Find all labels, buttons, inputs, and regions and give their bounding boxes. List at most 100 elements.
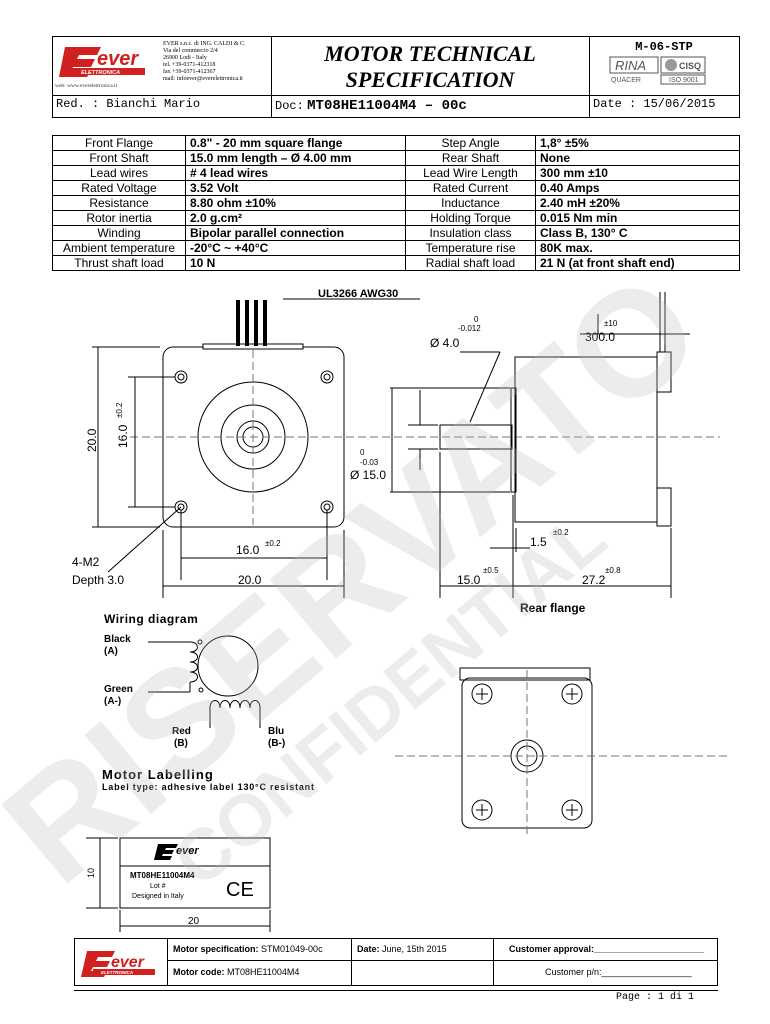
body-length-tol: ±0.8 xyxy=(605,566,621,575)
spec-label: Rear Shaft xyxy=(405,150,536,166)
dim-height-20: 20.0 xyxy=(85,428,99,452)
spec-value: 0.40 Amps xyxy=(535,180,740,196)
shaft-tol-lower: -0.012 xyxy=(458,324,481,333)
shaft-length-tol: ±0.5 xyxy=(483,566,499,575)
label-logo-text: ever xyxy=(176,845,199,857)
footer-date: Date: June, 15th 2015 xyxy=(357,944,447,954)
document-footer: ever ELETTRONICA Motor specification: ST… xyxy=(74,938,718,986)
redactor-label: Red. : Bianchi Mario xyxy=(56,97,201,111)
company-line: EVER s.n.c. di ING. CALDI & C. xyxy=(163,41,246,47)
spec-label: Rated Current xyxy=(405,180,536,196)
rear-view-drawing xyxy=(395,667,730,838)
spec-label: Insulation class xyxy=(405,225,536,241)
spec-value: 21 N (at front shaft end) xyxy=(535,255,740,271)
spec-label: Step Angle xyxy=(405,135,536,151)
svg-text:CISQ: CISQ xyxy=(679,61,701,71)
svg-text:ELETTRONICA: ELETTRONICA xyxy=(101,970,133,975)
dim-width-20: 20.0 xyxy=(238,573,262,587)
wire-black-label: Black xyxy=(104,634,131,645)
company-line: 26900 Lodi - Italy xyxy=(163,55,207,61)
label-height-dim: 10 xyxy=(86,868,96,878)
footer-customer-pn: Customer p/n:__________________ xyxy=(545,967,692,977)
wiring-title: Wiring diagram xyxy=(104,612,199,626)
dim-width-16: 16.0 xyxy=(236,543,260,557)
doc-number: Doc: MT08HE11004M4 – 00c xyxy=(275,98,467,114)
label-lot: Lot # xyxy=(150,883,166,890)
spec-value: 3.52 Volt xyxy=(185,180,406,196)
footer-spec: Motor specification: STM01049-00c xyxy=(173,944,323,954)
page-number: Page : 1 di 1 xyxy=(616,992,695,1003)
thread-depth: Depth 3.0 xyxy=(72,573,124,587)
spec-value: 1,8° ±5% xyxy=(535,135,740,151)
logo-subtext: ELETTRONICA xyxy=(81,70,120,76)
document-code: M-06-STP xyxy=(635,40,693,54)
wire-green-label: Green xyxy=(104,684,133,695)
spec-label: Radial shaft load xyxy=(405,255,536,271)
wire-b-neg-label: (B-) xyxy=(268,738,285,749)
wire-b-label: (B) xyxy=(174,738,188,749)
spec-label: Lead wires xyxy=(52,165,186,181)
svg-text:QUACER: QUACER xyxy=(611,77,641,84)
certification-badges-icon: RINA CISQ QUACER ISO 9001 xyxy=(609,56,706,85)
svg-text:ever: ever xyxy=(111,954,145,971)
spec-value: 2.40 mH ±20% xyxy=(535,195,740,211)
boss-tol-lower: -0.03 xyxy=(360,458,379,467)
spec-label: Rated Voltage xyxy=(52,180,186,196)
footer-code: Motor code: MT08HE11004M4 xyxy=(173,967,300,977)
dim-tol-16h: ±0.2 xyxy=(265,539,281,548)
doc-date: Date : 15/06/2015 xyxy=(593,97,716,111)
lead-length: 300.0 xyxy=(585,330,615,344)
spec-value: None xyxy=(535,150,740,166)
wiring-diagram: Black (A) Green (A-) Red (B) Blu (B-) xyxy=(104,634,285,749)
spec-value: 0.8" - 20 mm square flange xyxy=(185,135,406,151)
spec-value: 15.0 mm length – Ø 4.00 mm xyxy=(185,150,406,166)
spec-value: # 4 lead wires xyxy=(185,165,406,181)
thread-label: 4-M2 xyxy=(72,555,100,569)
spec-label: Ambient temperature xyxy=(52,240,186,256)
cable-label: UL3266 AWG30 xyxy=(318,288,398,300)
spec-value: Bipolar parallel connection xyxy=(185,225,406,241)
footer-approval: Customer approval:______________________ xyxy=(509,944,705,954)
spec-label: Lead Wire Length xyxy=(405,165,536,181)
spec-label: Resistance xyxy=(52,195,186,211)
document-header: ever ELETTRONICA web: www.everelettronic… xyxy=(52,36,740,118)
company-line: tel. +39-0371-412318 xyxy=(163,62,216,68)
ever-logo-icon: ever ELETTRONICA xyxy=(59,47,145,77)
dim-tol-16v: ±0.2 xyxy=(115,402,124,418)
company-line: mail: infoever@everelettronica.it xyxy=(163,76,243,82)
company-line: Via del commercio 2/4 xyxy=(163,48,218,54)
spec-label: Front Flange xyxy=(52,135,186,151)
rear-flange-label: Rear flange xyxy=(520,601,586,615)
spec-value: Class B, 130° C xyxy=(535,225,740,241)
spec-label: Rotor inertia xyxy=(52,210,186,226)
spec-value: 2.0 g.cm² xyxy=(185,210,406,226)
wire-red-label: Red xyxy=(172,726,191,737)
body-length: 27.2 xyxy=(582,573,606,587)
dim-height-16: 16.0 xyxy=(116,424,130,448)
label-origin: Designed in Italy xyxy=(132,893,184,900)
shaft-length: 15.0 xyxy=(457,573,481,587)
ce-mark-icon: CE xyxy=(226,879,254,901)
labelling-subtitle: Label type: adhesive label 130°C resista… xyxy=(102,782,315,792)
company-address: EVER s.n.c. di ING. CALDI & C. Via del c… xyxy=(163,41,269,83)
lead-tol: ±10 xyxy=(604,319,618,328)
shaft-tol-upper: 0 xyxy=(474,315,479,324)
spec-label: Inductance xyxy=(405,195,536,211)
boss-tol-upper: 0 xyxy=(360,448,365,457)
labelling-title: Motor Labelling xyxy=(102,767,214,782)
spec-label: Holding Torque xyxy=(405,210,536,226)
label-width-dim: 20 xyxy=(188,916,200,927)
spec-value: 10 N xyxy=(185,255,406,271)
boss-diameter: Ø 15.0 xyxy=(350,468,386,482)
spec-value: 300 mm ±10 xyxy=(535,165,740,181)
